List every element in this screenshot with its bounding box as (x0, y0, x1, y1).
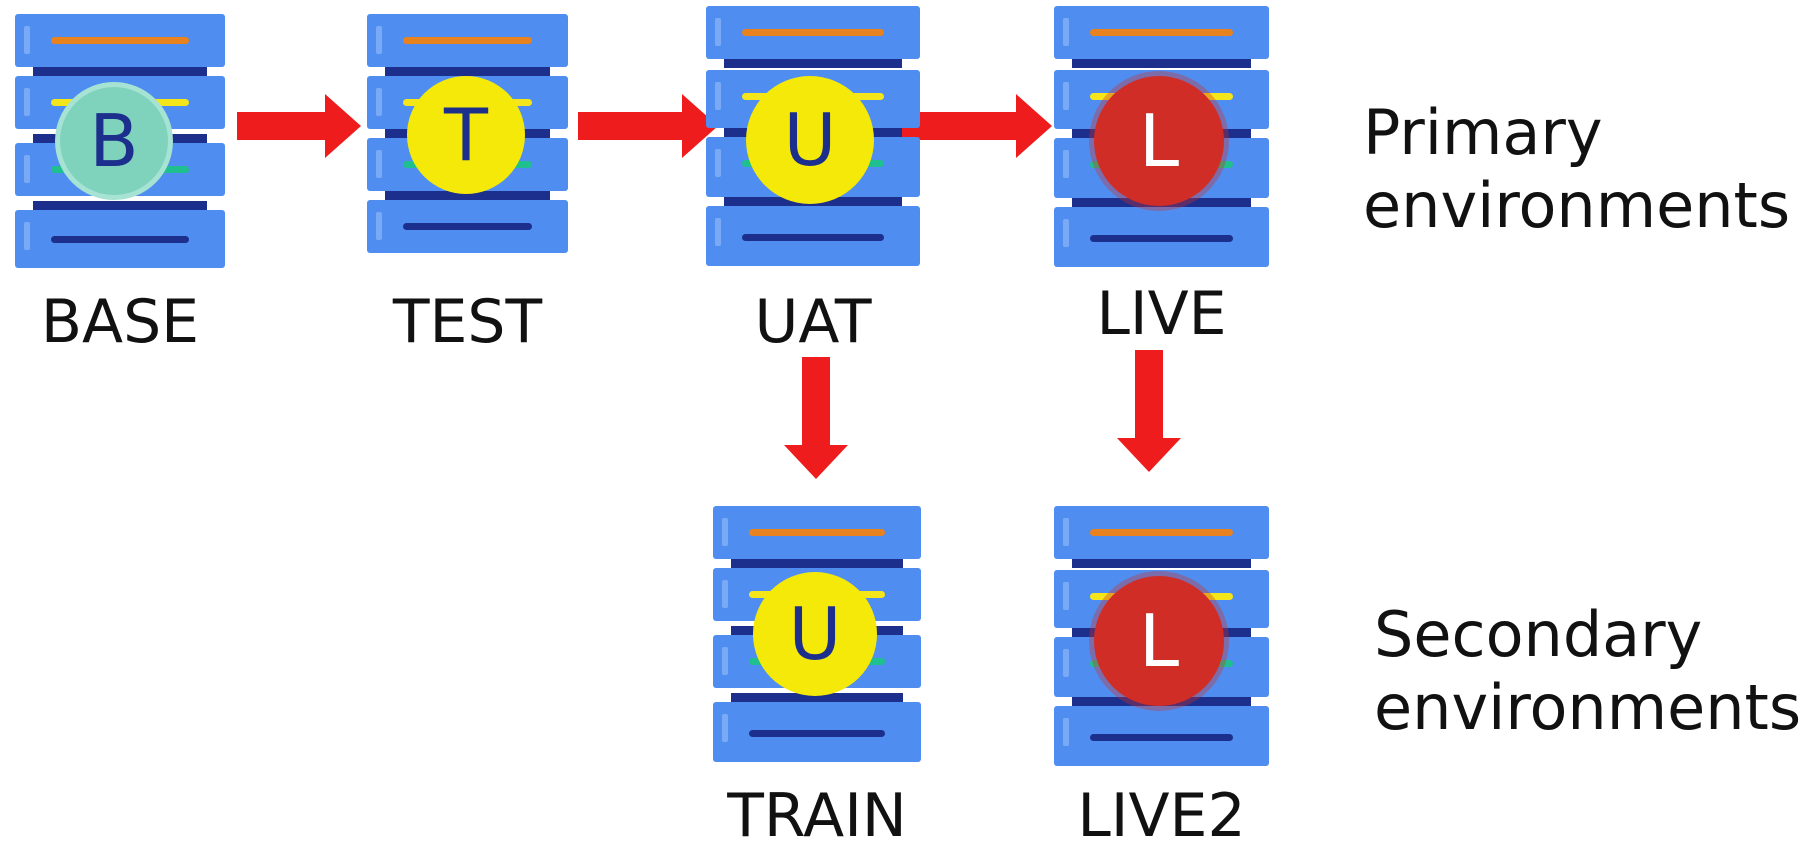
server-uat: U (706, 6, 920, 266)
env-label-test: TEST (392, 287, 543, 357)
server-slab (706, 6, 920, 59)
badge-letter: T (444, 93, 488, 177)
server-gap (33, 67, 207, 76)
badge-letter: U (788, 592, 842, 676)
group-label-line1: Primary (1363, 96, 1603, 169)
badge-letter: U (783, 98, 837, 182)
server-gap (731, 559, 903, 568)
server-slab (1054, 506, 1269, 559)
arrow-base-to-test (237, 94, 361, 158)
server-slab (15, 210, 225, 268)
arrow-live-to-live2 (1117, 350, 1181, 472)
badge-base: B (55, 82, 173, 200)
server-gap (724, 59, 902, 68)
group-label-secondary: Secondary environments (1374, 598, 1801, 744)
badge-letter: L (1138, 599, 1180, 683)
server-slab (713, 702, 921, 762)
server-gap (385, 191, 550, 200)
badge-live2: L (1094, 576, 1224, 706)
arrow-uat-to-live (900, 94, 1052, 158)
badge-test: T (407, 76, 525, 194)
server-gap (1072, 59, 1251, 68)
server-slab (367, 14, 568, 67)
badge-live: L (1094, 76, 1224, 206)
env-label-live: LIVE (1096, 279, 1227, 349)
server-slab (713, 506, 921, 559)
server-gap (731, 693, 903, 702)
env-label-train: TRAIN (727, 781, 907, 851)
arrow-uat-to-train (784, 357, 848, 479)
server-base: B (15, 14, 225, 268)
arrow-test-to-uat (578, 94, 718, 158)
env-label-base: BASE (40, 287, 200, 357)
badge-uat: U (746, 76, 874, 204)
server-slab (1054, 6, 1269, 59)
group-label-line2: environments (1374, 671, 1802, 745)
server-train: U (713, 506, 921, 762)
server-slab (706, 206, 920, 266)
env-label-live2: LIVE2 (1077, 781, 1246, 851)
server-live: L (1054, 6, 1269, 267)
badge-train: U (753, 572, 877, 696)
server-slab (1054, 207, 1269, 267)
group-label-line2: environments (1363, 169, 1791, 243)
server-gap (33, 201, 207, 210)
group-label-primary: Primary environments (1363, 96, 1790, 242)
server-live2: L (1054, 506, 1269, 766)
server-slab (367, 200, 568, 253)
badge-letter: B (89, 99, 139, 183)
server-gap (385, 67, 550, 76)
server-test: T (367, 14, 568, 254)
server-gap (1072, 559, 1251, 568)
server-slab (15, 14, 225, 67)
group-label-line1: Secondary (1374, 598, 1703, 671)
env-label-uat: UAT (754, 287, 872, 357)
badge-letter: L (1138, 99, 1180, 183)
server-slab (1054, 706, 1269, 766)
